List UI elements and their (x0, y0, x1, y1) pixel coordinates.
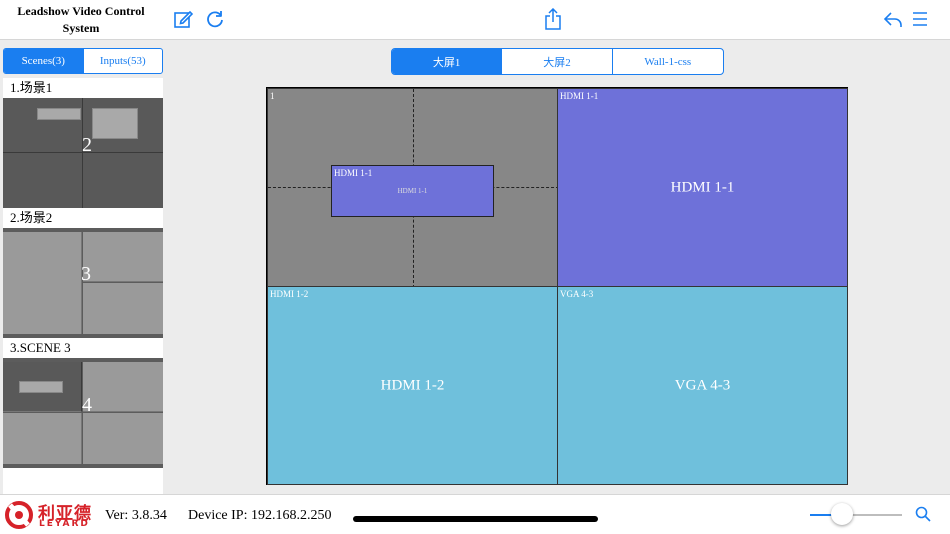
thumb-window (3, 413, 82, 464)
thumb-window (19, 381, 63, 393)
window-source-label: HDMI 1-1 (397, 187, 428, 195)
thumb-cell (3, 98, 83, 153)
scene-thumbnail: 3 (3, 228, 163, 338)
scene-label: 1.场景1 (3, 78, 163, 98)
thumb-window (3, 232, 82, 334)
share-button[interactable] (542, 8, 564, 30)
window-tag: HDMI 1-1 (334, 168, 373, 178)
undo-icon (883, 12, 902, 27)
bottom-bar: 利亚德 LEYARD Ver: 3.8.34 Device IP: 192.16… (0, 494, 950, 534)
zoom-button[interactable] (914, 505, 932, 523)
zoom-track (810, 514, 902, 516)
left-panel: Scenes(3) Inputs(53) 1.场景1 2 2.场景2 (0, 40, 166, 494)
tab-wall-2[interactable]: 大屏2 (501, 49, 611, 74)
edit-button[interactable] (172, 8, 194, 30)
scene-label: 2.场景2 (3, 208, 163, 228)
menu-icon (913, 12, 927, 26)
thumb-window (83, 232, 163, 282)
thumb-window (83, 413, 163, 464)
cell-source-label: VGA 4-3 (674, 377, 731, 393)
zoom-thumb[interactable] (831, 503, 853, 525)
wall-cell-vga-4-3[interactable]: VGA 4-3 VGA 4-3 (557, 286, 848, 485)
cell-source-label: HDMI 1-1 (670, 179, 735, 195)
tab-inputs[interactable]: Inputs(53) (82, 49, 163, 73)
scene-item-3[interactable]: 3.SCENE 3 4 (3, 338, 163, 468)
top-bar: Leadshow Video Control System (0, 0, 950, 40)
main-area: Scenes(3) Inputs(53) 1.场景1 2 2.场景2 (0, 40, 950, 494)
left-tab-bar: Scenes(3) Inputs(53) (3, 48, 163, 74)
app-title: Leadshow Video Control System (17, 4, 145, 35)
zoom-slider[interactable] (810, 503, 902, 527)
undo-button[interactable] (882, 8, 904, 30)
device-ip-label: Device IP: 192.168.2.250 (188, 508, 332, 523)
leyard-logo: 利亚德 LEYARD (4, 499, 102, 531)
search-icon (915, 506, 931, 522)
scene-item-2[interactable]: 2.场景2 3 (3, 208, 163, 338)
floating-window-hdmi-1-1[interactable]: HDMI 1-1 HDMI 1-1 (331, 165, 494, 217)
scene-thumbnail: 4 (3, 358, 163, 468)
thumb-cell (3, 153, 83, 208)
thumb-window (92, 108, 138, 139)
wall-cell-hdmi-1-2[interactable]: HDMI 1-2 HDMI 1-2 (267, 286, 558, 485)
scene-number: 4 (82, 394, 92, 416)
cell-source-label: HDMI 1-2 (380, 377, 445, 393)
version-label: Ver: 3.8.34 (105, 508, 167, 523)
refresh-icon (207, 11, 223, 28)
cell-tag: HDMI 1-2 (270, 289, 309, 299)
cell-tag: 1 (270, 91, 275, 101)
wall-cell-hdmi-1-1[interactable]: HDMI 1-1 HDMI 1-1 (557, 88, 848, 287)
scene-number: 2 (82, 134, 92, 156)
wall-tab-bar: 大屏1 大屏2 Wall-1-css (391, 48, 724, 75)
scene-thumbnail: 2 (3, 98, 163, 208)
scene-label: 3.SCENE 3 (3, 338, 163, 358)
edit-icon (174, 10, 194, 28)
scene-item-1[interactable]: 1.场景1 2 (3, 78, 163, 208)
cell-tag: VGA 4-3 (560, 289, 594, 299)
tab-wall-css[interactable]: Wall-1-css (611, 49, 723, 74)
scene-list: 1.场景1 2 2.场景2 3 (3, 78, 163, 494)
thumb-window (83, 283, 163, 334)
thumb-window (83, 362, 163, 412)
logo-chinese-text: 利亚德 (38, 504, 92, 524)
tab-wall-1[interactable]: 大屏1 (392, 49, 502, 74)
home-indicator (353, 516, 598, 522)
scene-number: 3 (81, 263, 91, 285)
thumb-window (37, 108, 81, 120)
logo-english-text: LEYARD (39, 519, 90, 529)
share-icon (545, 8, 561, 30)
refresh-button[interactable] (204, 8, 226, 30)
thumb-cell (83, 153, 163, 208)
leyard-emblem-icon (5, 501, 33, 529)
video-wall-canvas[interactable]: 1 HDMI 1-1 HDMI 1-1 HDMI 1-2 HDMI 1-2 VG… (266, 87, 848, 485)
menu-button[interactable] (909, 8, 931, 30)
tab-scenes[interactable]: Scenes(3) (4, 49, 83, 73)
cell-tag: HDMI 1-1 (560, 91, 599, 101)
zoom-fill (810, 514, 842, 516)
